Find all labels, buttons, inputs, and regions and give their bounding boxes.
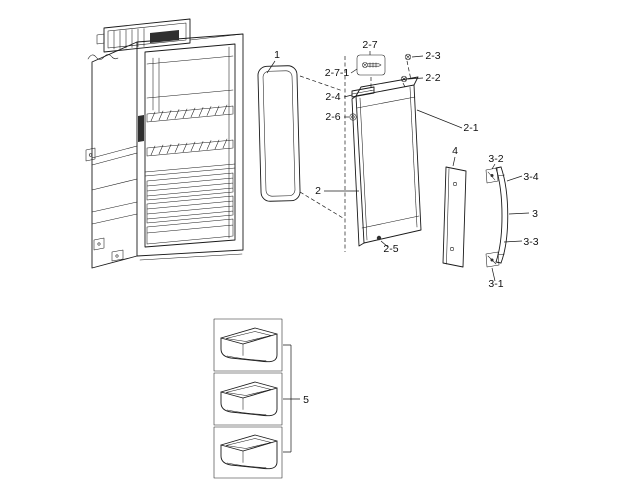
hinge-bar — [138, 115, 144, 142]
door-bin — [220, 327, 278, 363]
door-bins — [213, 318, 300, 479]
callout-2-5: 2-5 — [380, 240, 399, 255]
bin-box — [213, 318, 283, 372]
svg-text:2-5: 2-5 — [383, 243, 398, 255]
svg-text:2-3: 2-3 — [425, 50, 440, 62]
callout-2-1: 2-1 — [416, 109, 479, 134]
drawer — [146, 195, 234, 224]
svg-text:2-4: 2-4 — [325, 91, 340, 103]
hinge-plate — [85, 147, 96, 162]
screw-2-2-icon — [400, 75, 408, 83]
svg-text:3-3: 3-3 — [523, 236, 538, 248]
door-panel — [351, 76, 422, 247]
svg-text:3-1: 3-1 — [488, 278, 503, 290]
bin-box — [213, 372, 283, 426]
svg-text:4: 4 — [452, 145, 458, 157]
svg-text:3-2: 3-2 — [488, 153, 503, 165]
callout-labels: 1 2 2-1 2-2 2-3 2-4 2-5 2-6 2-7 2-7-1 3 … — [266, 39, 539, 406]
handle-bracket-top — [485, 167, 499, 184]
callout-5: 5 — [303, 394, 309, 406]
screw-icon — [362, 62, 382, 68]
svg-text:3-4: 3-4 — [523, 171, 538, 183]
svg-text:3: 3 — [532, 208, 538, 220]
callout-2-2: 2-2 — [407, 72, 441, 84]
callout-3-3: 3-3 — [503, 236, 539, 248]
callout-3-1: 3-1 — [488, 267, 504, 290]
screw-2-3-icon — [404, 53, 412, 61]
foot-bracket — [93, 237, 124, 262]
screw-2-5-icon — [376, 235, 382, 241]
assembly-dashed-guides — [299, 56, 412, 252]
callout-3-4: 3-4 — [506, 171, 539, 183]
callout-1: 1 — [266, 49, 280, 74]
svg-text:1: 1 — [274, 49, 280, 61]
door-trim — [442, 166, 467, 268]
callout-2-6: 2-6 — [325, 111, 349, 123]
callout-2-3: 2-3 — [411, 50, 441, 62]
handle-bracket-bottom — [485, 251, 500, 268]
handle-bar — [495, 166, 509, 264]
door-gasket — [257, 65, 301, 202]
callout-3: 3 — [508, 208, 538, 220]
callout-2-4: 2-4 — [325, 91, 353, 103]
callout-2-7: 2-7 — [362, 39, 378, 55]
door-bin — [220, 434, 278, 470]
callout-4: 4 — [452, 145, 458, 167]
shelf — [146, 139, 234, 157]
refrigerator-cabinet — [85, 18, 244, 269]
svg-text:5: 5 — [303, 394, 309, 406]
screw-kit — [356, 54, 386, 76]
svg-text:2-6: 2-6 — [325, 111, 340, 123]
shelf — [146, 105, 234, 123]
bin-box — [213, 426, 283, 479]
svg-text:2-7-1: 2-7-1 — [325, 67, 350, 79]
bracket-line — [283, 344, 300, 453]
svg-text:2-1: 2-1 — [463, 122, 478, 134]
callout-2-7-1: 2-7-1 — [325, 67, 358, 79]
wire-harness — [87, 54, 119, 60]
svg-text:2: 2 — [315, 185, 321, 197]
callout-3-2: 3-2 — [488, 153, 504, 170]
grommet-2-6-icon — [349, 113, 357, 121]
drawer — [146, 172, 234, 201]
svg-text:2-2: 2-2 — [425, 72, 440, 84]
door-bin — [220, 381, 278, 417]
svg-text:2-7: 2-7 — [362, 39, 377, 51]
callout-2: 2 — [315, 185, 359, 197]
handle-assembly — [485, 166, 509, 268]
